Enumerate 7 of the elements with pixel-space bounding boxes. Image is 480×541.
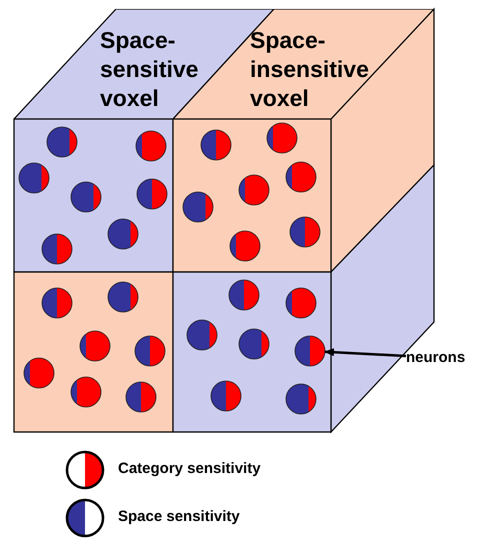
callout-label: neurons (406, 349, 466, 366)
legend-label: Space sensitivity (118, 508, 240, 525)
leader-line (324, 348, 406, 358)
neuron-icon (294, 336, 326, 366)
legend-label: Category sensitivity (118, 460, 261, 477)
voxel-label: Space-insensitive voxel (250, 26, 370, 113)
voxel-label: Space-sensitive voxel (100, 26, 200, 113)
